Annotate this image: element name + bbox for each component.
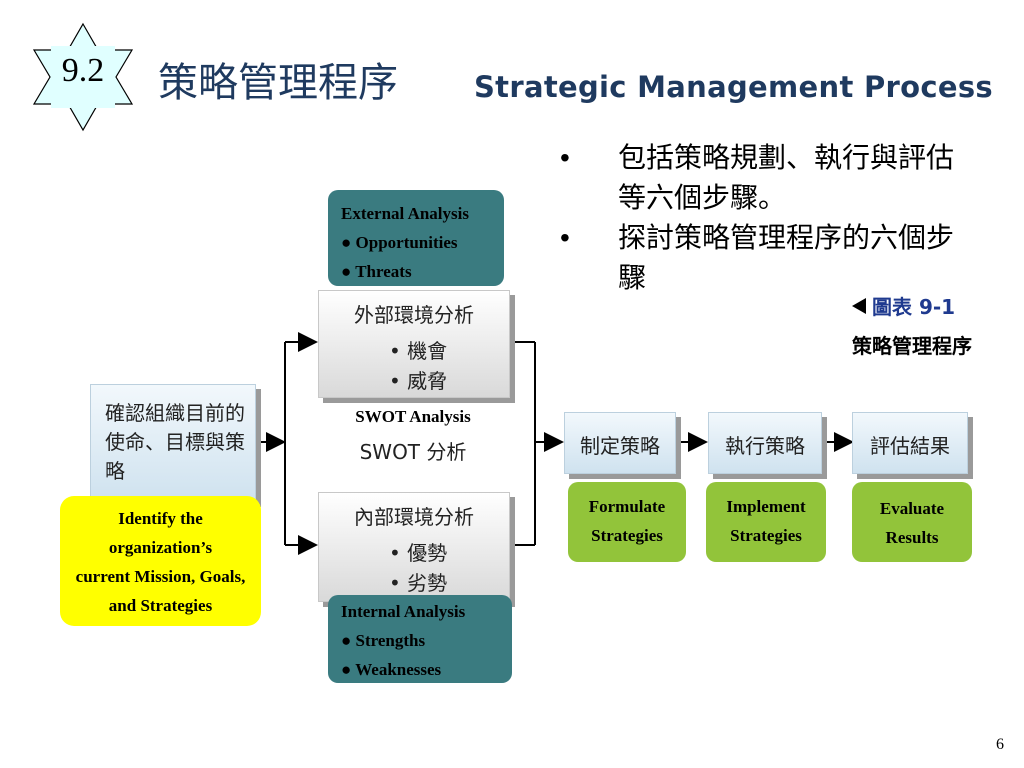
figure-pointer-icon (852, 298, 866, 314)
internal-analysis-english-box: Internal Analysis ● Strengths ● Weakness… (328, 595, 512, 683)
internal-item-strengths: • 優勢 (389, 541, 448, 565)
section-badge-shape (32, 22, 134, 132)
formulate-english-box: Formulate Strategies (568, 482, 686, 562)
step-box-implement: 執行策略 (708, 412, 822, 474)
step-evaluate-label: 評估結果 (870, 434, 950, 458)
step-formulate-label: 制定策略 (580, 434, 660, 458)
figure-title: 策略管理程序 (852, 334, 972, 358)
internal-analysis-line: ● Weaknesses (341, 660, 442, 679)
section-number: 9.2 (61, 52, 105, 89)
swot-chinese-label: SWOT 分析 (359, 440, 467, 464)
mission-box: 確認組織目前的使命、目標與策略 (90, 384, 256, 502)
internal-analysis-title: 內部環境分析 (354, 505, 474, 529)
bullet-item: • 包括策略規劃、執行與評估等六個步驟。 (560, 138, 970, 220)
external-analysis-box: 外部環境分析 • 機會 • 威脅 (318, 290, 510, 398)
bullet-marker: • (560, 142, 570, 173)
internal-item-weaknesses: • 劣勢 (389, 571, 448, 595)
formulate-english-line: Strategies (591, 526, 663, 545)
external-analysis-line: ● Threats (341, 262, 412, 281)
external-item-opportunities: • 機會 (389, 339, 448, 363)
evaluate-english-line: Evaluate (879, 499, 945, 518)
internal-analysis-box: 內部環境分析 • 優勢 • 劣勢 (318, 492, 510, 602)
evaluate-english-line: Results (885, 528, 939, 547)
evaluate-english-box: Evaluate Results (852, 482, 972, 562)
figure-label: 圖表 9-1 (872, 295, 956, 319)
mission-english-line: organization’s (108, 538, 213, 557)
mission-english-line: and Strategies (108, 596, 213, 615)
internal-analysis-line: ● Strengths (341, 631, 426, 650)
external-item-threats: • 威脅 (389, 369, 448, 393)
mission-english-line: Identify the (118, 509, 203, 528)
internal-analysis-line: Internal Analysis (341, 602, 466, 621)
bullet-marker: • (560, 222, 570, 253)
external-analysis-english-box: External Analysis ● Opportunities ● Thre… (328, 190, 504, 286)
page-title-english: Strategic Management Process (474, 70, 993, 104)
page-number: 6 (996, 736, 1004, 753)
bullet-item: • 探討策略管理程序的六個步驟 (560, 218, 970, 300)
implement-english-line: Implement (726, 497, 806, 516)
implement-english-line: Strategies (730, 526, 802, 545)
external-analysis-line: External Analysis (341, 204, 469, 223)
step-box-evaluate: 評估結果 (852, 412, 968, 474)
swot-english-label: SWOT Analysis (355, 407, 471, 426)
mission-english-box: Identify the organization’s current Miss… (60, 496, 261, 626)
mission-english-line: current Mission, Goals, (75, 567, 246, 586)
implement-english-box: Implement Strategies (706, 482, 826, 562)
step-box-formulate: 制定策略 (564, 412, 676, 474)
page-title-chinese: 策略管理程序 (158, 60, 398, 106)
external-analysis-line: ● Opportunities (341, 233, 458, 252)
external-analysis-title: 外部環境分析 (354, 303, 474, 327)
formulate-english-line: Formulate (588, 497, 666, 516)
step-implement-label: 執行策略 (725, 434, 805, 458)
bullet-text: 探討策略管理程序的六個步驟 (618, 221, 955, 294)
mission-box-text: 確認組織目前的使命、目標與策略 (105, 401, 245, 483)
bullet-text: 包括策略規劃、執行與評估等六個步驟。 (618, 141, 955, 214)
